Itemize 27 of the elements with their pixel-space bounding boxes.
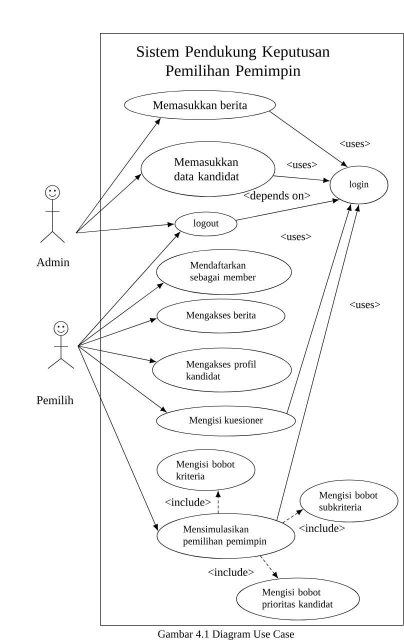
arrow: [78, 346, 156, 364]
edge-label: <uses>: [280, 234, 312, 240]
arrow: [276, 205, 360, 521]
dashed-arrow: [260, 556, 278, 578]
edge-label: <include>: [208, 568, 254, 576]
arrow: [286, 204, 352, 414]
arrow: [78, 346, 158, 530]
dashed-arrow: [216, 491, 221, 514]
arrow: [78, 283, 164, 346]
dashed-arrow: [282, 509, 303, 524]
edge-label: <include>: [299, 524, 345, 532]
arrow: [272, 176, 330, 183]
arrow: [268, 110, 348, 167]
actor-label: Admin: [36, 258, 70, 266]
edge-label: <uses>: [340, 140, 370, 148]
caption: Gambar 4.1 Diagram Use Case: [158, 630, 294, 640]
arrow: [78, 232, 180, 346]
arrow: [76, 222, 174, 234]
arrow: [78, 318, 156, 346]
arrow: [76, 174, 142, 234]
edge-label: <include>: [165, 498, 211, 506]
arrow: [78, 346, 167, 412]
arrow: [236, 198, 339, 221]
actor-label: Pemilih: [36, 396, 74, 404]
edge-label: <uses>: [286, 162, 318, 168]
edge-label: <uses>: [350, 302, 380, 308]
arrow: [76, 118, 161, 234]
